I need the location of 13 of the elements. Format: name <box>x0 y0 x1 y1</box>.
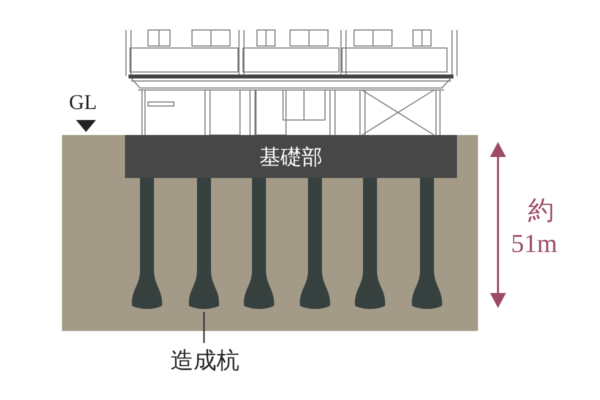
foundation-block <box>125 135 457 178</box>
dimension-label: 約 <box>528 198 554 224</box>
pile <box>411 178 443 312</box>
pile <box>243 178 275 312</box>
pile <box>299 178 331 312</box>
pile-label: 造成杭 <box>170 346 240 374</box>
dimension-label: 51m <box>511 231 558 257</box>
ground-level-label: GL <box>69 92 97 113</box>
pile <box>188 178 220 312</box>
pile <box>354 178 386 312</box>
foundation-label: 基礎部 <box>260 144 322 170</box>
leader-line <box>203 312 205 343</box>
pile <box>131 178 163 312</box>
